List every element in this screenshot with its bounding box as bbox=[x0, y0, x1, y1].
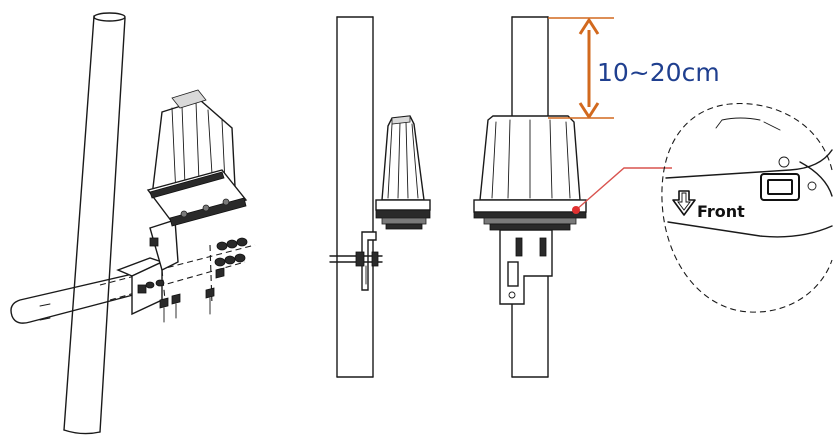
callout-dot-marker bbox=[572, 206, 580, 214]
side-mount-view bbox=[329, 16, 431, 378]
antenna-device-front bbox=[473, 115, 587, 231]
fastener-set bbox=[145, 237, 248, 323]
front-mount-view: 10~20cm bbox=[473, 16, 720, 378]
pole-slanted bbox=[63, 12, 126, 435]
detail-callout: Front bbox=[661, 102, 833, 313]
device-edge-closeup bbox=[665, 117, 833, 238]
u-bolt bbox=[10, 269, 153, 324]
antenna-device-exploded bbox=[146, 89, 248, 227]
callout-leader bbox=[572, 167, 672, 214]
label-window-icon bbox=[760, 173, 800, 201]
height-dimension: 10~20cm bbox=[548, 17, 720, 119]
exploded-mount-view bbox=[10, 12, 256, 435]
front-label: Front bbox=[697, 202, 745, 221]
mount-bracket bbox=[116, 219, 179, 316]
dimension-label: 10~20cm bbox=[597, 58, 720, 87]
down-arrow-outline-icon bbox=[672, 190, 696, 216]
antenna-device-side bbox=[375, 115, 431, 230]
front-bracket bbox=[499, 229, 553, 305]
side-bracket bbox=[329, 231, 383, 291]
pole-side bbox=[336, 16, 374, 378]
